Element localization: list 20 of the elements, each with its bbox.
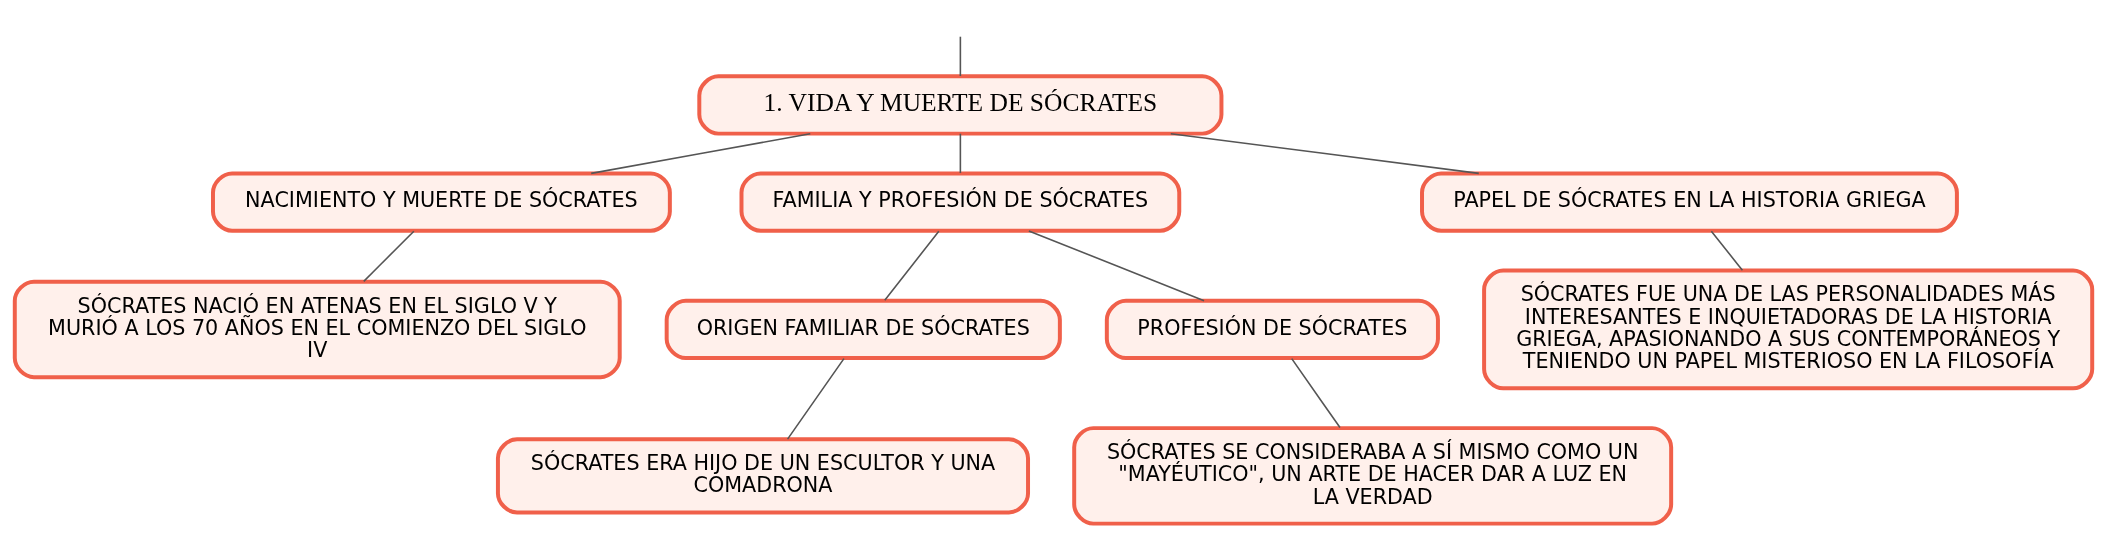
connector	[1710, 230, 1744, 272]
connector	[1290, 357, 1341, 429]
connector	[959, 35, 962, 77]
connector	[1028, 230, 1205, 302]
node-box: NACIMIENTO Y MUERTE DE SÓCRATES	[211, 171, 672, 233]
node-box: PAPEL DE SÓCRATES EN LA HISTORIA GRIEGA	[1420, 171, 1959, 233]
connector	[786, 357, 845, 440]
node-box: SÓCRATES ERA HIJO DE UN ESCULTOR Y UNA COMADRONA	[495, 437, 1030, 515]
node-box: PROFESIÓN DE SÓCRATES	[1104, 298, 1440, 361]
connector	[362, 230, 415, 283]
connector	[959, 132, 962, 174]
node-box: 1. VIDA Y MUERTE DE SÓCRATES	[697, 74, 1224, 136]
connector	[590, 132, 812, 175]
node-box: SÓCRATES FUE UNA DE LAS PERSONALIDADES MÁS INTERESANTES E INQUIETADORAS DE LA HISTORIA GRIEGA, APASIONANDO A SUS CONTEMPORÁNEOS Y TENIENDO UN PAPEL MISTERIOSO EN LA FILOSOFÍA	[1482, 268, 2095, 391]
node-box: FAMILIA Y PROFESIÓN DE SÓCRATES	[739, 171, 1182, 233]
connector	[883, 230, 940, 302]
node-box: SÓCRATES NACIÓ EN ATENAS EN EL SIGLO V Y MURIÓ A LOS 70 AÑOS EN EL COMIENZO DEL SIGLO IV	[12, 279, 622, 380]
node-box: SÓCRATES SE CONSIDERABA A SÍ MISMO COMO UN "MAYÉUTICO", UN ARTE DE HACER DAR A LUZ EN LA VERDAD	[1072, 426, 1674, 526]
node-box: ORIGEN FAMILIAR DE SÓCRATES	[664, 298, 1062, 361]
connector	[1169, 132, 1480, 175]
